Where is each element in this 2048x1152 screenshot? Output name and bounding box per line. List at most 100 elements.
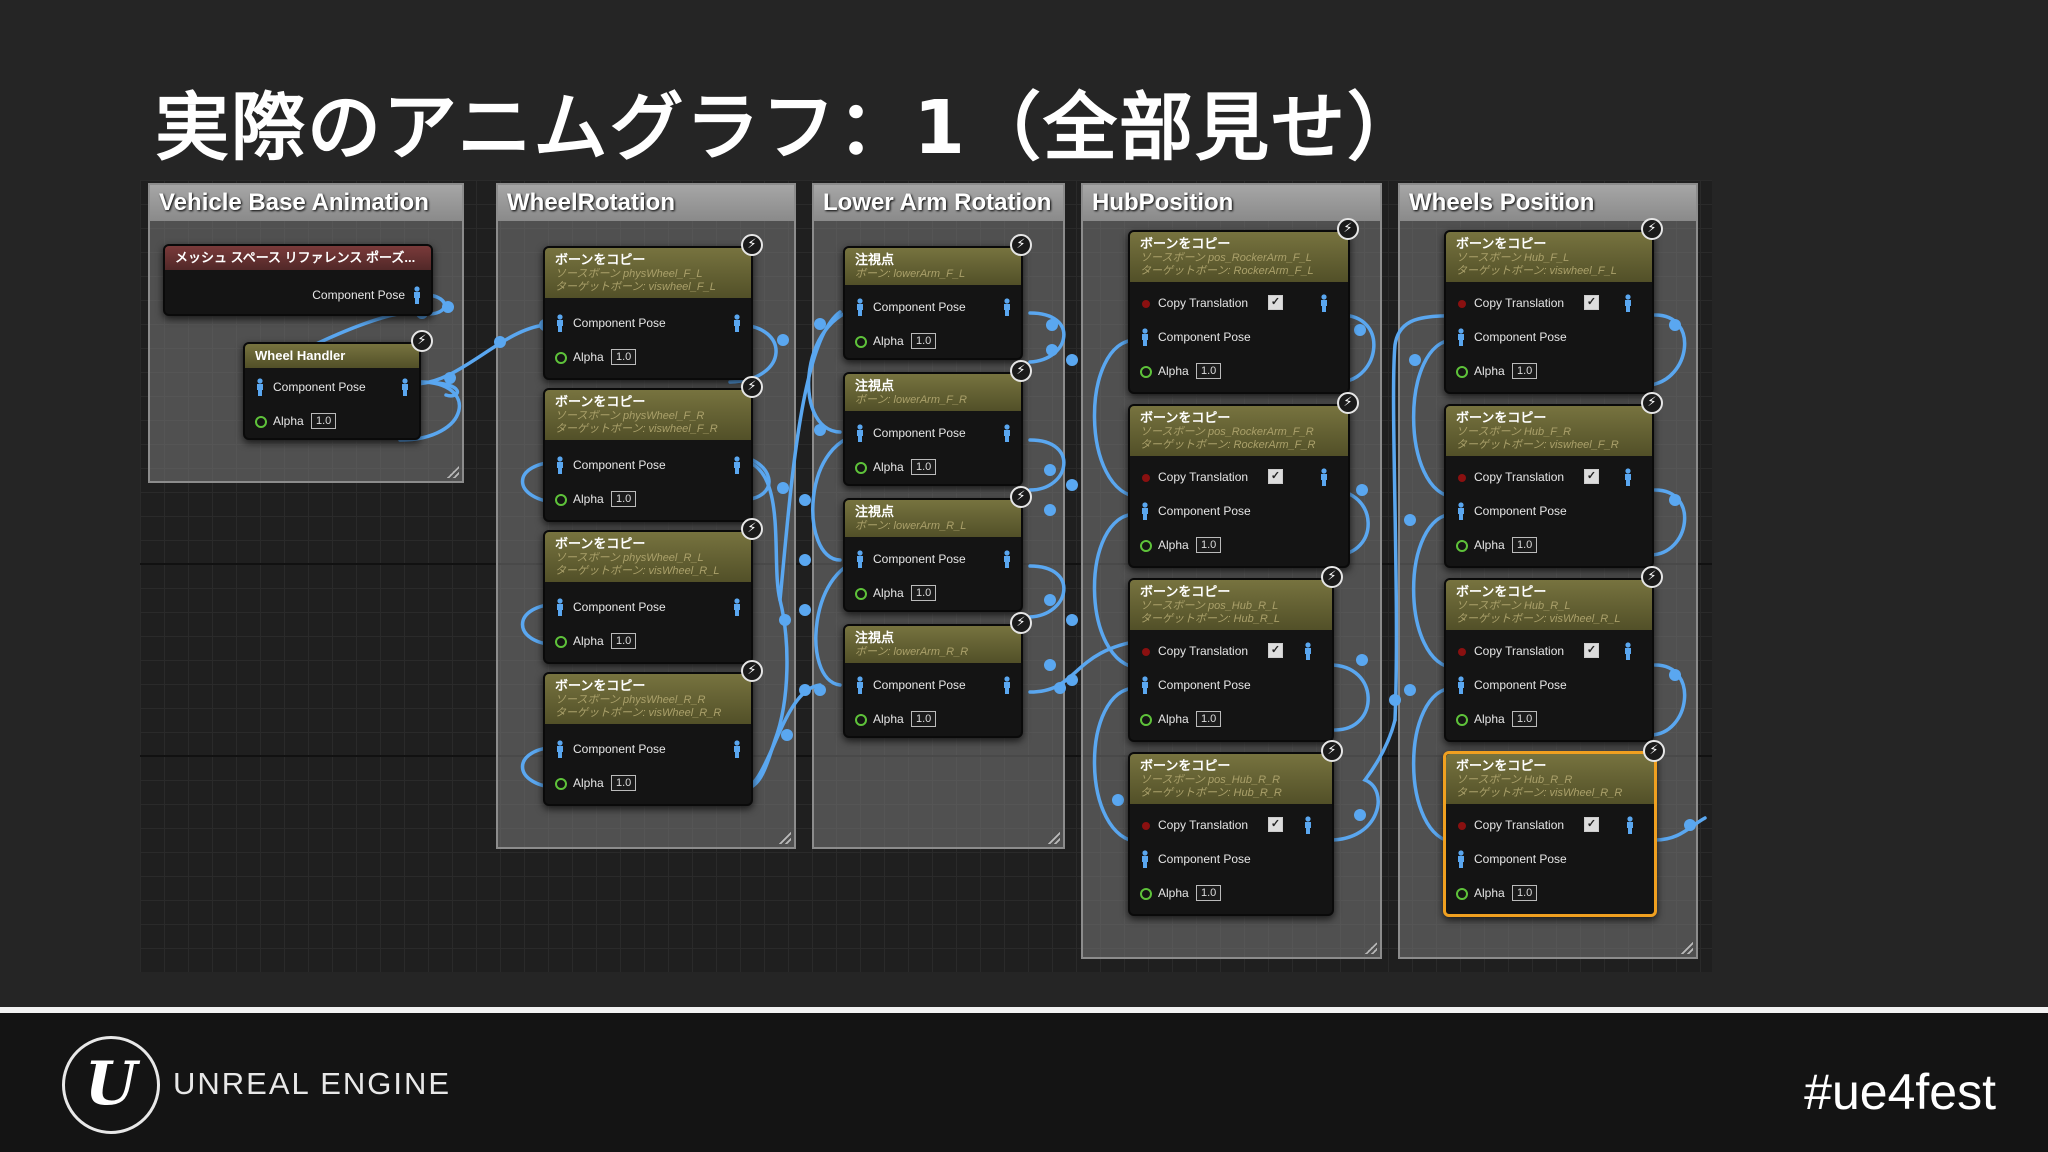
pose-output-pin[interactable] bbox=[1624, 294, 1632, 312]
pose-input-pin[interactable] bbox=[556, 740, 564, 758]
copy-translation-checkbox[interactable]: ✓ bbox=[1268, 643, 1283, 658]
alpha-value-field[interactable]: 1.0 bbox=[911, 459, 937, 475]
alpha-pin[interactable] bbox=[1456, 888, 1468, 900]
copy-translation-checkbox[interactable]: ✓ bbox=[1584, 469, 1599, 484]
pose-input-pin[interactable] bbox=[856, 424, 864, 442]
copy-translation-checkbox[interactable]: ✓ bbox=[1584, 817, 1599, 832]
alpha-value-field[interactable]: 1.0 bbox=[1196, 885, 1222, 901]
copy-translation-checkbox[interactable]: ✓ bbox=[1268, 469, 1283, 484]
copy-translation-checkbox[interactable]: ✓ bbox=[1268, 295, 1283, 310]
copy-translation-checkbox[interactable]: ✓ bbox=[1268, 817, 1283, 832]
alpha-pin[interactable] bbox=[1456, 540, 1468, 552]
node-copy-bone[interactable]: ボーンをコピー ソースボーン physWheel_F_R ターゲットボーン: v… bbox=[543, 388, 753, 522]
alpha-value-field[interactable]: 1.0 bbox=[611, 633, 637, 649]
copy-translation-checkbox[interactable]: ✓ bbox=[1584, 295, 1599, 310]
pose-output-pin[interactable] bbox=[1624, 468, 1632, 486]
pose-input-pin[interactable] bbox=[1457, 850, 1465, 868]
resize-grip[interactable] bbox=[779, 832, 791, 844]
pose-output-pin[interactable] bbox=[1304, 816, 1312, 834]
pose-output-pin[interactable] bbox=[1003, 424, 1011, 442]
alpha-value-field[interactable]: 1.0 bbox=[1196, 711, 1222, 727]
node-copy-bone-selected[interactable]: ボーンをコピー ソースボーン Hub_R_R ターゲットボーン: visWhee… bbox=[1443, 751, 1657, 917]
node-wheel-handler[interactable]: Wheel Handler Component Pose Alpha 1.0 bbox=[243, 342, 421, 440]
node-copy-bone[interactable]: ボーンをコピー ソースボーン pos_RockerArm_F_R ターゲットボー… bbox=[1128, 404, 1350, 568]
resize-grip[interactable] bbox=[1048, 832, 1060, 844]
pose-input-pin[interactable] bbox=[1141, 676, 1149, 694]
pose-output-pin[interactable] bbox=[401, 378, 409, 396]
resize-grip[interactable] bbox=[1365, 942, 1377, 954]
pose-output-pin[interactable] bbox=[1320, 468, 1328, 486]
pose-input-pin[interactable] bbox=[856, 298, 864, 316]
node-copy-bone[interactable]: ボーンをコピー ソースボーン physWheel_R_R ターゲットボーン: v… bbox=[543, 672, 753, 806]
alpha-pin[interactable] bbox=[555, 494, 567, 506]
alpha-value-field[interactable]: 1.0 bbox=[611, 491, 637, 507]
exec-pin[interactable] bbox=[1458, 474, 1466, 482]
node-look-at[interactable]: 注視点 ボーン: lowerArm_R_R Component Pose Alp… bbox=[843, 624, 1023, 738]
node-look-at[interactable]: 注視点 ボーン: lowerArm_R_L Component Pose Alp… bbox=[843, 498, 1023, 612]
pose-output-pin[interactable] bbox=[1003, 298, 1011, 316]
alpha-value-field[interactable]: 1.0 bbox=[611, 775, 637, 791]
node-copy-bone[interactable]: ボーンをコピー ソースボーン Hub_F_L ターゲットボーン: viswhee… bbox=[1444, 230, 1654, 394]
node-copy-bone[interactable]: ボーンをコピー ソースボーン Hub_F_R ターゲットボーン: viswhee… bbox=[1444, 404, 1654, 568]
exec-pin[interactable] bbox=[1142, 822, 1150, 830]
alpha-value-field[interactable]: 1.0 bbox=[1196, 363, 1222, 379]
alpha-value-field[interactable]: 1.0 bbox=[1196, 537, 1222, 553]
pose-output-pin[interactable] bbox=[733, 598, 741, 616]
pose-output-pin[interactable] bbox=[733, 740, 741, 758]
exec-pin[interactable] bbox=[1458, 648, 1466, 656]
pose-output-pin[interactable] bbox=[1626, 816, 1634, 834]
pose-output-pin[interactable] bbox=[733, 314, 741, 332]
alpha-value-field[interactable]: 1.0 bbox=[1512, 885, 1538, 901]
pose-output-pin[interactable] bbox=[1624, 642, 1632, 660]
alpha-pin[interactable] bbox=[555, 352, 567, 364]
alpha-pin[interactable] bbox=[255, 416, 267, 428]
pose-input-pin[interactable] bbox=[556, 314, 564, 332]
pose-input-pin[interactable] bbox=[1141, 850, 1149, 868]
node-copy-bone[interactable]: ボーンをコピー ソースボーン pos_RockerArm_F_L ターゲットボー… bbox=[1128, 230, 1350, 394]
pose-output-pin[interactable] bbox=[413, 286, 421, 304]
pose-output-pin[interactable] bbox=[1320, 294, 1328, 312]
alpha-pin[interactable] bbox=[1456, 366, 1468, 378]
node-copy-bone[interactable]: ボーンをコピー ソースボーン physWheel_R_L ターゲットボーン: v… bbox=[543, 530, 753, 664]
resize-grip[interactable] bbox=[1681, 942, 1693, 954]
alpha-pin[interactable] bbox=[555, 636, 567, 648]
node-copy-bone[interactable]: ボーンをコピー ソースボーン physWheel_F_L ターゲットボーン: v… bbox=[543, 246, 753, 380]
exec-pin[interactable] bbox=[1458, 300, 1466, 308]
alpha-pin[interactable] bbox=[555, 778, 567, 790]
alpha-pin[interactable] bbox=[1456, 714, 1468, 726]
alpha-pin[interactable] bbox=[855, 714, 867, 726]
node-copy-bone[interactable]: ボーンをコピー ソースボーン pos_Hub_R_L ターゲットボーン: Hub… bbox=[1128, 578, 1334, 742]
pose-output-pin[interactable] bbox=[1304, 642, 1312, 660]
alpha-pin[interactable] bbox=[1140, 366, 1152, 378]
node-look-at[interactable]: 注視点 ボーン: lowerArm_F_R Component Pose Alp… bbox=[843, 372, 1023, 486]
pose-output-pin[interactable] bbox=[733, 456, 741, 474]
pose-input-pin[interactable] bbox=[556, 456, 564, 474]
alpha-value-field[interactable]: 1.0 bbox=[311, 413, 337, 429]
pose-input-pin[interactable] bbox=[856, 550, 864, 568]
node-copy-bone[interactable]: ボーンをコピー ソースボーン Hub_R_L ターゲットボーン: visWhee… bbox=[1444, 578, 1654, 742]
node-mesh-space-ref-pose[interactable]: メッシュ スペース リファレンス ポーズ... Component Pose bbox=[163, 244, 433, 316]
pose-input-pin[interactable] bbox=[856, 676, 864, 694]
pose-input-pin[interactable] bbox=[1141, 328, 1149, 346]
exec-pin[interactable] bbox=[1142, 300, 1150, 308]
pose-input-pin[interactable] bbox=[1457, 328, 1465, 346]
alpha-pin[interactable] bbox=[855, 336, 867, 348]
alpha-value-field[interactable]: 1.0 bbox=[911, 333, 937, 349]
alpha-value-field[interactable]: 1.0 bbox=[1512, 711, 1538, 727]
pose-output-pin[interactable] bbox=[1003, 676, 1011, 694]
pose-output-pin[interactable] bbox=[1003, 550, 1011, 568]
pose-input-pin[interactable] bbox=[1141, 502, 1149, 520]
exec-pin[interactable] bbox=[1458, 822, 1466, 830]
alpha-value-field[interactable]: 1.0 bbox=[911, 585, 937, 601]
node-look-at[interactable]: 注視点 ボーン: lowerArm_F_L Component Pose Alp… bbox=[843, 246, 1023, 360]
exec-pin[interactable] bbox=[1142, 648, 1150, 656]
pose-input-pin[interactable] bbox=[1457, 502, 1465, 520]
copy-translation-checkbox[interactable]: ✓ bbox=[1584, 643, 1599, 658]
alpha-value-field[interactable]: 1.0 bbox=[1512, 537, 1538, 553]
alpha-pin[interactable] bbox=[855, 462, 867, 474]
pose-input-pin[interactable] bbox=[556, 598, 564, 616]
alpha-pin[interactable] bbox=[1140, 540, 1152, 552]
alpha-pin[interactable] bbox=[1140, 714, 1152, 726]
exec-pin[interactable] bbox=[1142, 474, 1150, 482]
pose-input-pin[interactable] bbox=[1457, 676, 1465, 694]
